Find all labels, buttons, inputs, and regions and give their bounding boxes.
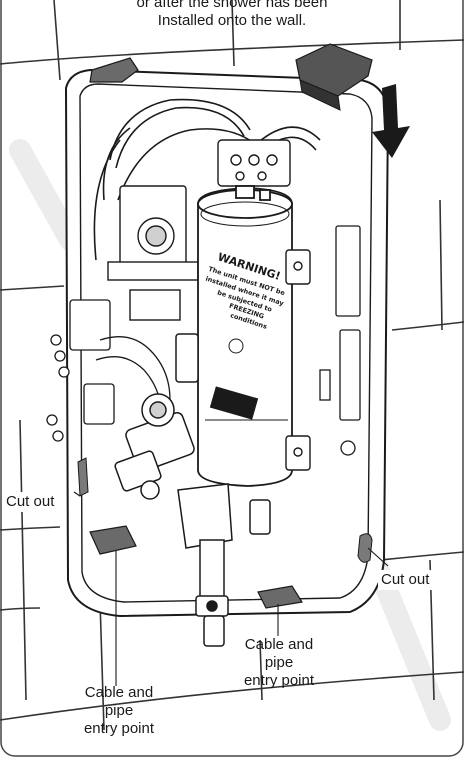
cable-left-line3: entry point — [83, 720, 155, 737]
recycle-icon — [228, 338, 244, 354]
header-line1: or after the shower has been — [136, 0, 328, 11]
top-cutout-pad — [89, 57, 139, 83]
heater-cylinder — [197, 185, 293, 487]
cable-right-line1: Cable and — [244, 636, 314, 653]
brand-badge — [209, 386, 259, 420]
cable-entry-left — [89, 525, 137, 555]
cable-entry-left-label: Cable and pipe entry point — [64, 684, 174, 738]
wall-tile-grid — [0, 0, 464, 731]
right-components — [319, 225, 361, 456]
solenoid-valve — [114, 333, 199, 500]
header-line2: Installed onto the wall. — [157, 12, 307, 29]
cable-bundle — [93, 98, 321, 261]
side-cutout-left — [77, 457, 89, 497]
cable-entry-right-label: Cable and pipe entry point — [224, 636, 334, 690]
outlet-pipe — [177, 483, 271, 647]
removable-cover-piece — [295, 43, 373, 111]
cylinder-clips — [285, 249, 311, 471]
leader-lines — [73, 491, 389, 686]
left-valves — [46, 299, 171, 442]
terminal-block — [217, 139, 291, 187]
cable-entry-right — [257, 585, 303, 609]
down-arrow — [372, 84, 410, 158]
cable-left-line1: Cable and — [84, 684, 154, 701]
side-cutout-right — [357, 533, 373, 563]
cut-out-left-label: Cut out — [3, 492, 58, 512]
cable-right-line3: entry point — [243, 672, 315, 689]
header-caption: or after the shower has been Installed o… — [80, 0, 384, 30]
cut-out-right-label: Cut out — [378, 570, 433, 590]
control-assembly — [107, 185, 199, 321]
cable-left-line2: pipe — [104, 702, 134, 719]
cable-right-line2: pipe — [264, 654, 294, 671]
